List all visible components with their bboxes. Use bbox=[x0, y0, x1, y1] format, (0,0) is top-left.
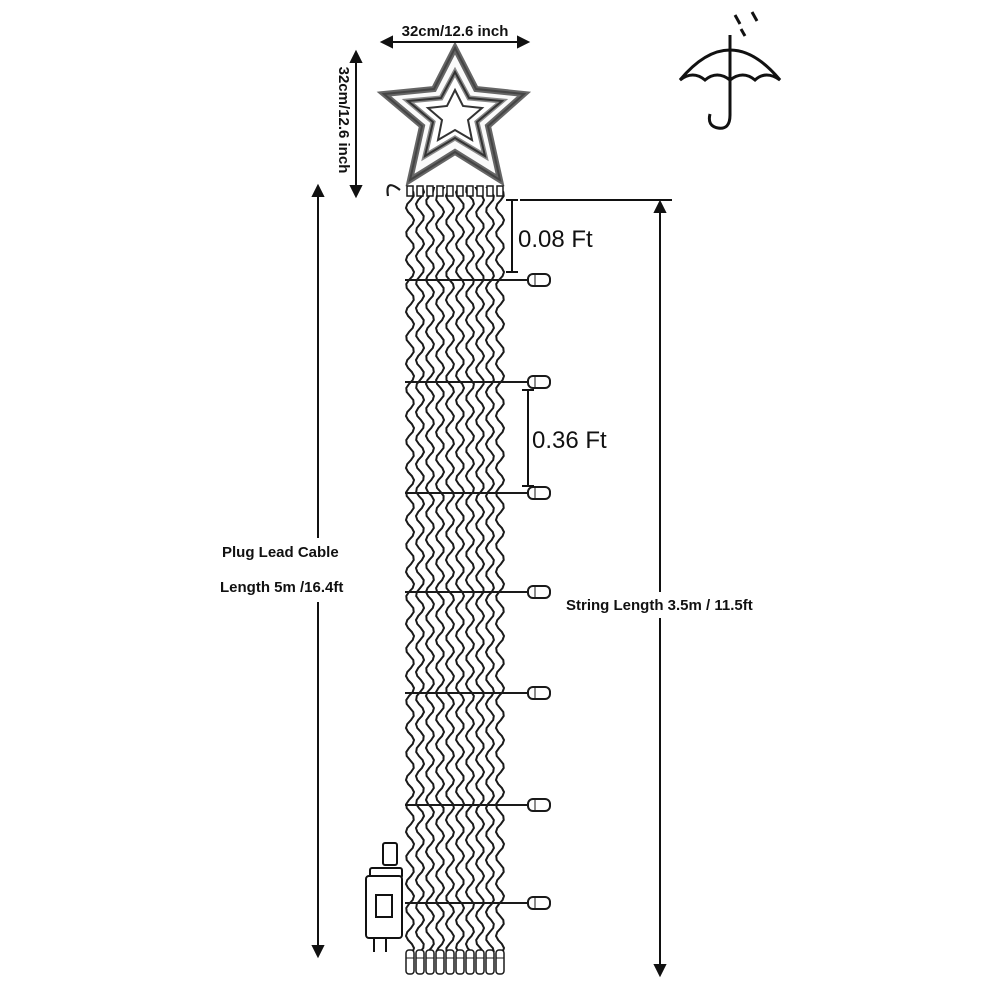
lead-cable-label-line1: Plug Lead Cable bbox=[222, 544, 339, 561]
bulb bbox=[475, 949, 485, 975]
light-string bbox=[494, 187, 506, 953]
star-width-dimension bbox=[379, 35, 531, 49]
connector bbox=[486, 185, 494, 197]
connector bbox=[426, 185, 434, 197]
light-string bbox=[484, 187, 495, 953]
light-string bbox=[404, 187, 416, 953]
lead-cable bbox=[386, 184, 401, 197]
connector bbox=[406, 185, 414, 197]
connector bbox=[416, 185, 424, 197]
bulb bbox=[425, 949, 435, 975]
light-string bbox=[444, 187, 455, 953]
light-strings bbox=[404, 185, 551, 975]
plug-adapter-icon bbox=[365, 842, 403, 952]
bulb bbox=[527, 686, 551, 700]
umbrella-rain-icon bbox=[678, 11, 782, 130]
light-string bbox=[464, 187, 475, 953]
star-icon bbox=[376, 41, 532, 187]
bulb-spacing-dimension bbox=[522, 389, 534, 487]
bulb bbox=[527, 375, 551, 389]
light-string bbox=[424, 187, 436, 953]
bulb bbox=[527, 486, 551, 500]
connector bbox=[496, 185, 504, 197]
connector bbox=[476, 185, 484, 197]
connector bbox=[436, 185, 444, 197]
bulb bbox=[405, 949, 415, 975]
light-string bbox=[474, 187, 486, 953]
connector bbox=[456, 185, 464, 197]
star-height-label: 32cm/12.6 inch bbox=[335, 67, 352, 174]
bulb-gap-label: 0.08 Ft bbox=[518, 226, 593, 253]
bulb bbox=[527, 896, 551, 910]
bulb bbox=[485, 949, 495, 975]
bulb bbox=[435, 949, 445, 975]
string-length-label: String Length 3.5m / 11.5ft bbox=[566, 597, 753, 614]
connector bbox=[466, 185, 474, 197]
bulb bbox=[445, 949, 455, 975]
string-length-dimension bbox=[520, 199, 672, 978]
connector bbox=[446, 185, 454, 197]
bulb bbox=[415, 949, 425, 975]
bulb bbox=[527, 585, 551, 599]
bulb bbox=[495, 949, 505, 975]
bulb bbox=[527, 273, 551, 287]
string-label-background bbox=[560, 592, 804, 618]
light-string bbox=[414, 187, 426, 953]
bulb bbox=[455, 949, 465, 975]
lead-cable-label-line2: Length 5m /16.4ft bbox=[220, 579, 343, 596]
bulb-spacing-label: 0.36 Ft bbox=[532, 427, 607, 454]
bulb bbox=[465, 949, 475, 975]
lead-cable-wire bbox=[386, 184, 401, 197]
star-height-dimension bbox=[349, 49, 363, 199]
lead-label-background bbox=[214, 538, 382, 602]
light-string bbox=[455, 187, 466, 953]
light-string bbox=[435, 187, 446, 953]
star-width-label: 32cm/12.6 inch bbox=[402, 23, 509, 40]
bulb-gap-dimension bbox=[506, 199, 518, 273]
bulb bbox=[527, 798, 551, 812]
